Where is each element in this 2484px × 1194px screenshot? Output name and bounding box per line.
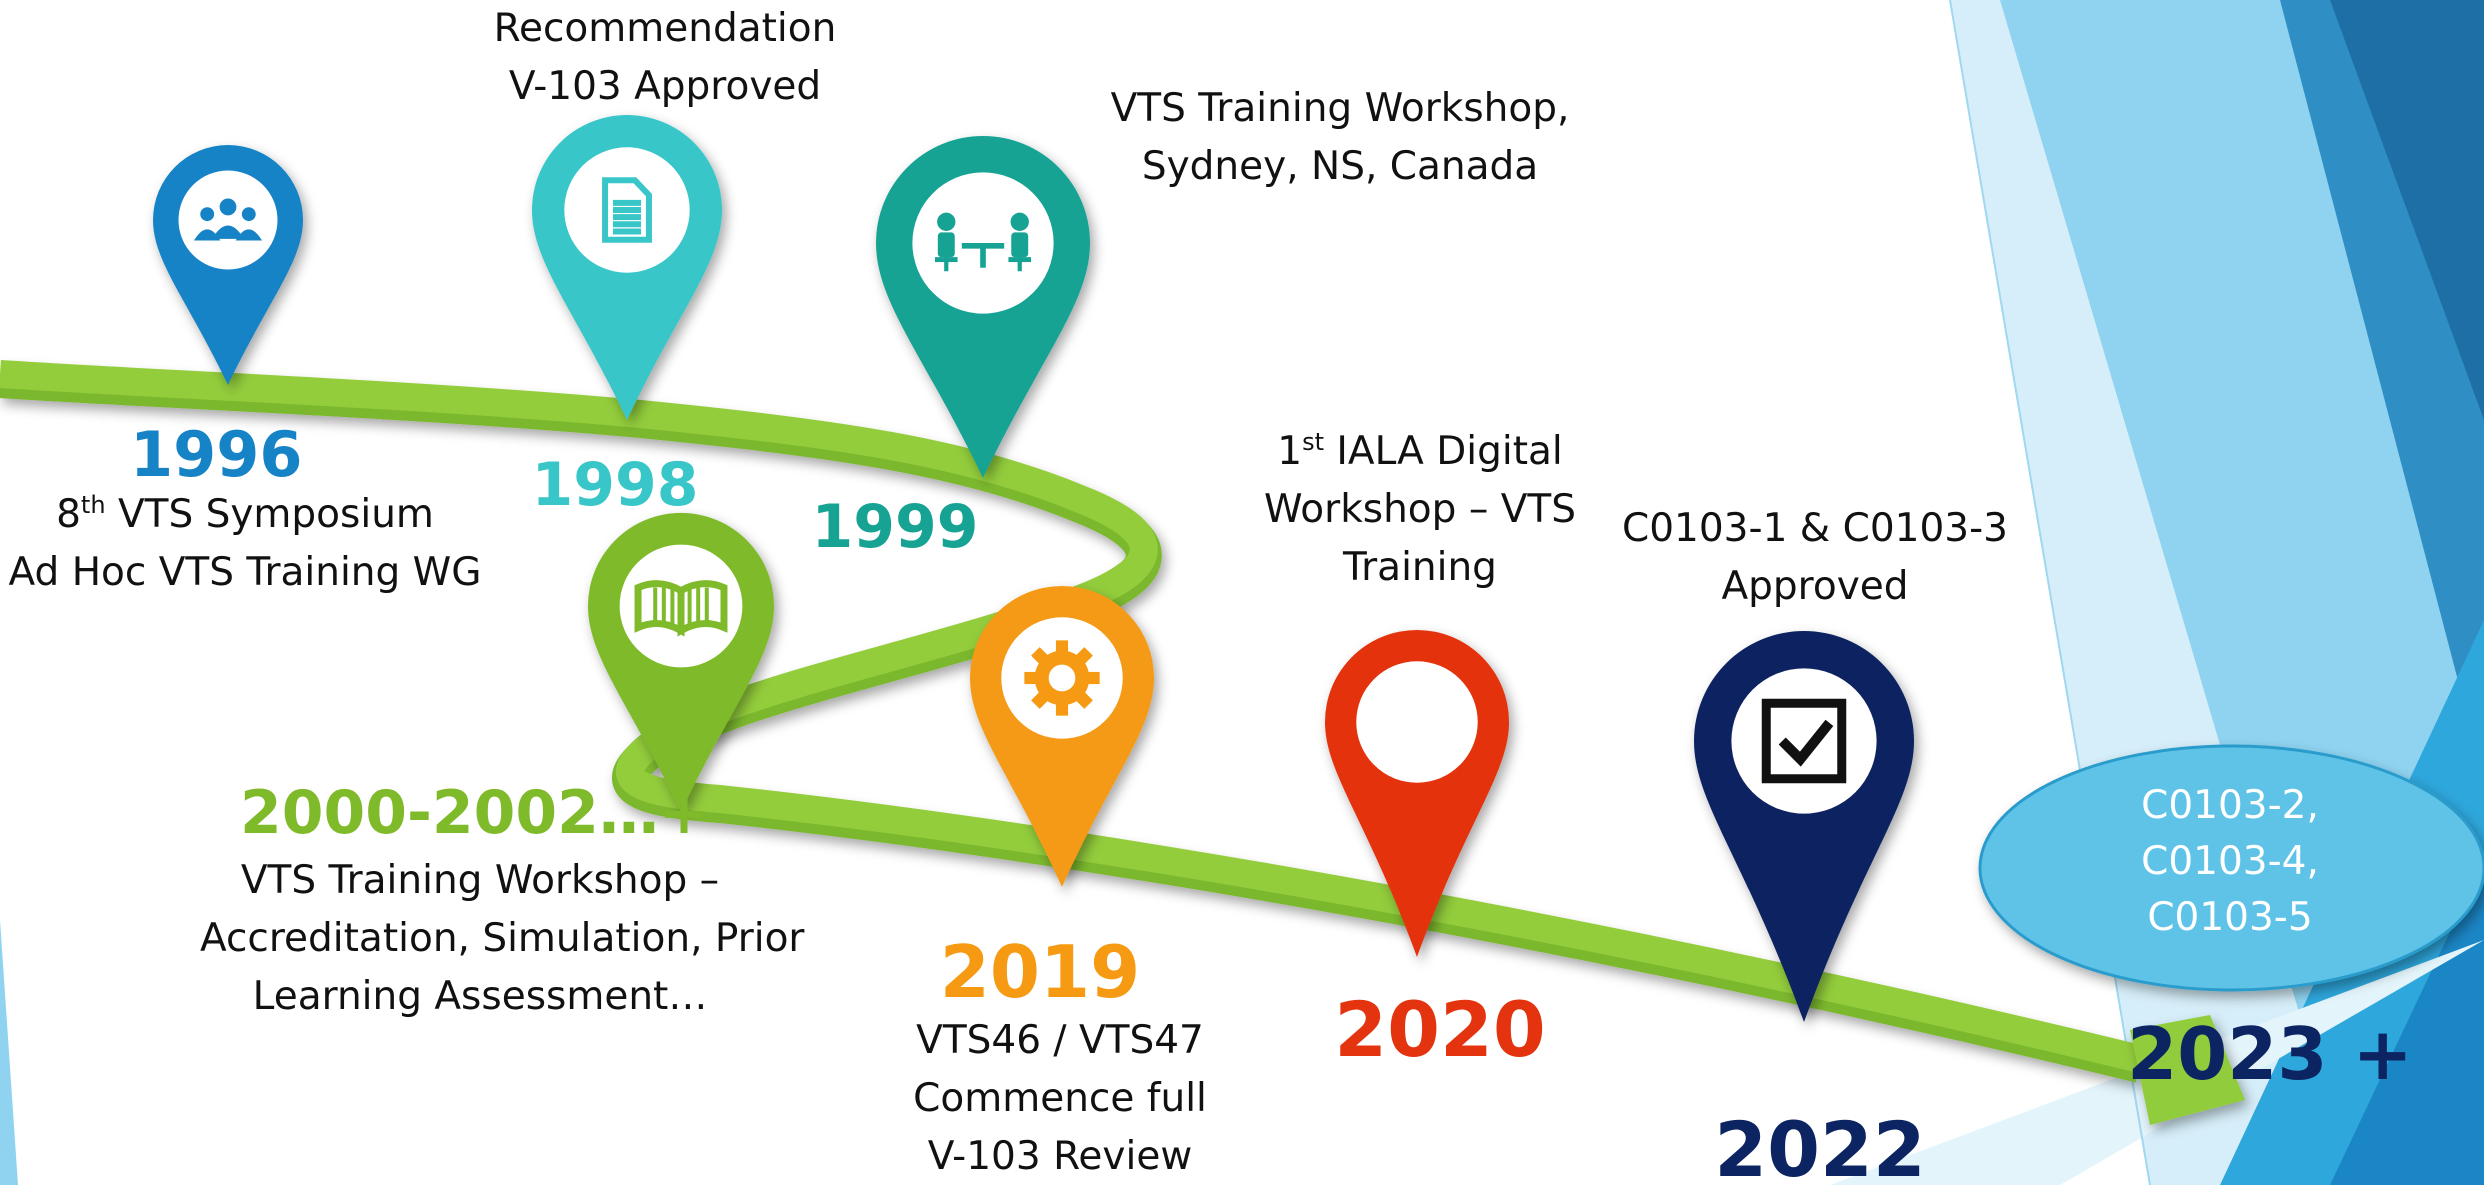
year-1999: 1999: [811, 492, 979, 562]
milestone-1996-line2: Ad Hoc VTS Training WG: [8, 550, 482, 595]
milestone-2020-line3: Training: [1343, 545, 1497, 590]
milestone-2000-text: VTS Training Workshop – Accreditation, S…: [200, 852, 804, 1026]
year-2023: 2023 +: [2127, 1012, 2413, 1096]
milestone-2019-line1: VTS46 / VTS47: [916, 1018, 1204, 1063]
milestone-1999-text: VTS Training Workshop, Sydney, NS, Canad…: [1080, 80, 1600, 196]
milestone-1998-line1: Recommendation: [493, 6, 837, 51]
meeting-icon: [912, 172, 1054, 314]
milestone-2019-text: VTS46 / VTS47 Commence full V-103 Review: [870, 1012, 1250, 1186]
year-1996: 1996: [130, 418, 303, 491]
document-icon: [564, 147, 690, 273]
milestone-1998-text: Recommendation V-103 Approved: [460, 0, 870, 116]
milestone-1996-line1-prefix: 8: [56, 492, 81, 537]
milestone-1999-line1: VTS Training Workshop,: [1110, 86, 1570, 131]
future-line2: C0103-4,: [2141, 839, 2319, 884]
milestone-2000-line3: Learning Assessment…: [252, 974, 708, 1019]
group-icon: [178, 170, 278, 270]
year-2022: 2022: [1714, 1105, 1926, 1194]
year-1998: 1998: [531, 450, 699, 520]
timeline-road: [0, 360, 2245, 1125]
milestone-1996-text: 8th VTS Symposium Ad Hoc VTS Training WG: [0, 486, 490, 602]
milestone-2019-line3: V-103 Review: [927, 1134, 1193, 1179]
milestone-2000-line1: VTS Training Workshop –: [240, 858, 720, 903]
milestone-1998-line2: V-103 Approved: [508, 64, 822, 109]
book-icon: [619, 544, 743, 668]
future-oval: [1978, 744, 2484, 992]
milestone-2020-line2: Workshop – VTS: [1264, 487, 1576, 532]
gear-icon: [1001, 617, 1123, 739]
future-oval-text: C0103-2, C0103-4, C0103-5: [1990, 778, 2470, 946]
milestone-2020-line1-prefix: 1: [1277, 429, 1303, 474]
digital-head-icon: [1356, 661, 1478, 783]
milestone-2022-line1: C0103-1 & C0103-3: [1622, 506, 2008, 551]
milestone-1996-sup: th: [80, 491, 106, 519]
milestone-2000-line2: Accreditation, Simulation, Prior: [200, 916, 805, 961]
checkbox-icon: [1731, 668, 1877, 814]
milestone-2020-sup: st: [1302, 428, 1324, 456]
milestone-2022-text: C0103-1 & C0103-3 Approved: [1590, 500, 2040, 616]
future-line1: C0103-2,: [2141, 783, 2319, 828]
year-2019: 2019: [939, 930, 1141, 1014]
milestone-2020-text: 1st IALA Digital Workshop – VTS Training: [1230, 423, 1610, 597]
future-line3: C0103-5: [2147, 895, 2313, 940]
milestone-2019-line2: Commence full: [913, 1076, 1207, 1121]
year-2020: 2020: [1334, 985, 1546, 1074]
milestone-2020-line1-rest: IALA Digital: [1323, 429, 1563, 474]
milestone-1996-line1-rest: VTS Symposium: [105, 492, 434, 537]
year-2000-2002: 2000-2002…+: [240, 778, 710, 848]
milestone-2022-line2: Approved: [1721, 564, 1909, 609]
milestone-1999-line2: Sydney, NS, Canada: [1141, 144, 1539, 189]
